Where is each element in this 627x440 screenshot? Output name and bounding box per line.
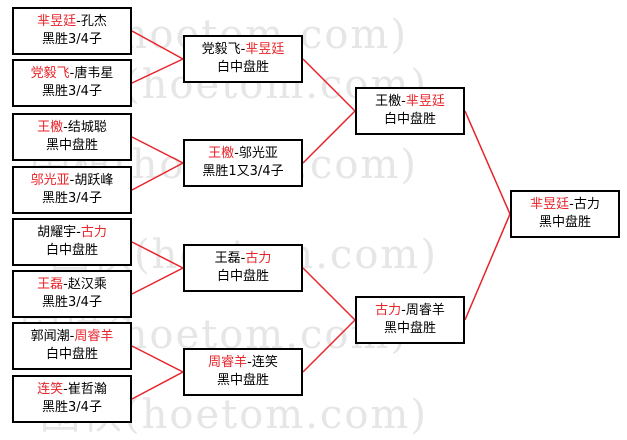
match-r1-3: 王檄-结城聪 黑中盘胜 <box>12 113 132 161</box>
bracket-connector <box>302 267 356 321</box>
bracket-connector <box>131 58 184 84</box>
match-r3-2: 古力-周睿羊 黑中盘胜 <box>355 296 465 344</box>
match-result: 白中盘胜 <box>45 243 98 258</box>
player-name: 连笑 <box>37 382 64 397</box>
bracket-connectors <box>131 30 511 400</box>
player-name: 胡耀宇 <box>37 225 77 240</box>
match-result: 黑胜3/4子 <box>42 32 102 47</box>
match-r2-4: 周睿羊-连笑 黑中盘胜 <box>183 348 303 396</box>
match-result: 白中盘胜 <box>383 112 436 127</box>
match-result: 黑胜3/4子 <box>42 84 102 99</box>
match-r1-8: 连笑-崔哲瀚 黑胜3/4子 <box>12 375 132 423</box>
player-name: 王檄 <box>375 94 402 109</box>
match-r1-2: 党毅飞-唐韦星 黑胜3/4子 <box>12 59 132 107</box>
player-name: 党毅飞 <box>30 66 70 81</box>
player-name: 古力 <box>80 225 107 240</box>
player-name: 王磊 <box>37 277 64 292</box>
match-result: 黑中盘胜 <box>383 321 436 336</box>
player-name: 周睿羊 <box>74 329 114 344</box>
match-result: 白中盘胜 <box>45 347 98 362</box>
player-name: 芈昱廷 <box>405 94 445 109</box>
match-r2-1: 党毅飞-芈昱廷 白中盘胜 <box>183 35 303 83</box>
match-result: 黑胜3/4子 <box>42 191 102 206</box>
match-r1-4: 邬光亚-胡跃峰 黑胜3/4子 <box>12 166 132 214</box>
match-result: 黑胜1又3/4子 <box>202 164 284 179</box>
bracket-connector <box>131 267 184 295</box>
bracket-connector <box>131 241 184 269</box>
player-name: 古力 <box>245 251 272 266</box>
player-name: 芈昱廷 <box>37 14 77 29</box>
match-result: 黑胜3/4子 <box>42 295 102 310</box>
player-name: 唐韦星 <box>74 66 114 81</box>
player-name: 邬光亚 <box>238 146 278 161</box>
player-name: 邬光亚 <box>30 173 70 188</box>
bracket-connector <box>302 319 356 373</box>
player-name: 芈昱廷 <box>245 42 285 57</box>
player-name: 赵汉乘 <box>67 277 107 292</box>
match-r1-1: 芈昱廷-孔杰 黑胜3/4子 <box>12 7 132 55</box>
bracket-connector <box>302 110 356 164</box>
player-name: 王檄 <box>37 120 64 135</box>
match-r1-7: 郭闻潮-周睿羊 白中盘胜 <box>12 322 132 370</box>
match-result: 黑胜3/4子 <box>42 400 102 415</box>
match-result: 白中盘胜 <box>216 60 269 75</box>
player-name: 结城聪 <box>67 120 107 135</box>
match-result: 白中盘胜 <box>216 269 269 284</box>
bracket-diagram: 围棋(hoetom.com) 围棋(hoetom.com) 围棋(hoetom.… <box>12 7 620 438</box>
player-name: 古力 <box>375 303 402 318</box>
match-r2-2: 王檄-邬光亚 黑胜1又3/4子 <box>183 139 303 187</box>
bracket-connector <box>131 345 184 373</box>
match-final: 芈昱廷-古力 黑中盘胜 <box>510 190 620 238</box>
bracket-connector <box>131 162 184 191</box>
match-result: 黑中盘胜 <box>216 373 269 388</box>
match-result: 黑中盘胜 <box>538 215 591 230</box>
match-result: 黑中盘胜 <box>45 138 98 153</box>
bracket-connector <box>464 110 511 215</box>
bracket-connector <box>131 30 184 60</box>
player-name: 王磊 <box>214 251 241 266</box>
bracket-connector <box>131 136 184 164</box>
player-name: 周睿羊 <box>405 303 445 318</box>
match-r3-1: 王檄-芈昱廷 白中盘胜 <box>355 87 465 135</box>
player-name: 党毅飞 <box>201 42 241 57</box>
player-name: 周睿羊 <box>208 355 248 370</box>
bracket-connector <box>464 213 511 321</box>
player-name: 崔哲瀚 <box>67 382 107 397</box>
bracket-connector <box>302 58 356 112</box>
match-r1-6: 王磊-赵汉乘 黑胜3/4子 <box>12 270 132 318</box>
player-name: 芈昱廷 <box>530 197 570 212</box>
player-name: 连笑 <box>251 355 278 370</box>
player-name: 胡跃峰 <box>74 173 114 188</box>
match-r1-5: 胡耀宇-古力 白中盘胜 <box>12 218 132 266</box>
match-r2-3: 王磊-古力 白中盘胜 <box>183 244 303 292</box>
player-name: 古力 <box>573 197 600 212</box>
player-name: 郭闻潮 <box>30 329 70 344</box>
bracket-connector <box>131 371 184 400</box>
player-name: 孔杰 <box>80 14 107 29</box>
player-name: 王檄 <box>208 146 235 161</box>
